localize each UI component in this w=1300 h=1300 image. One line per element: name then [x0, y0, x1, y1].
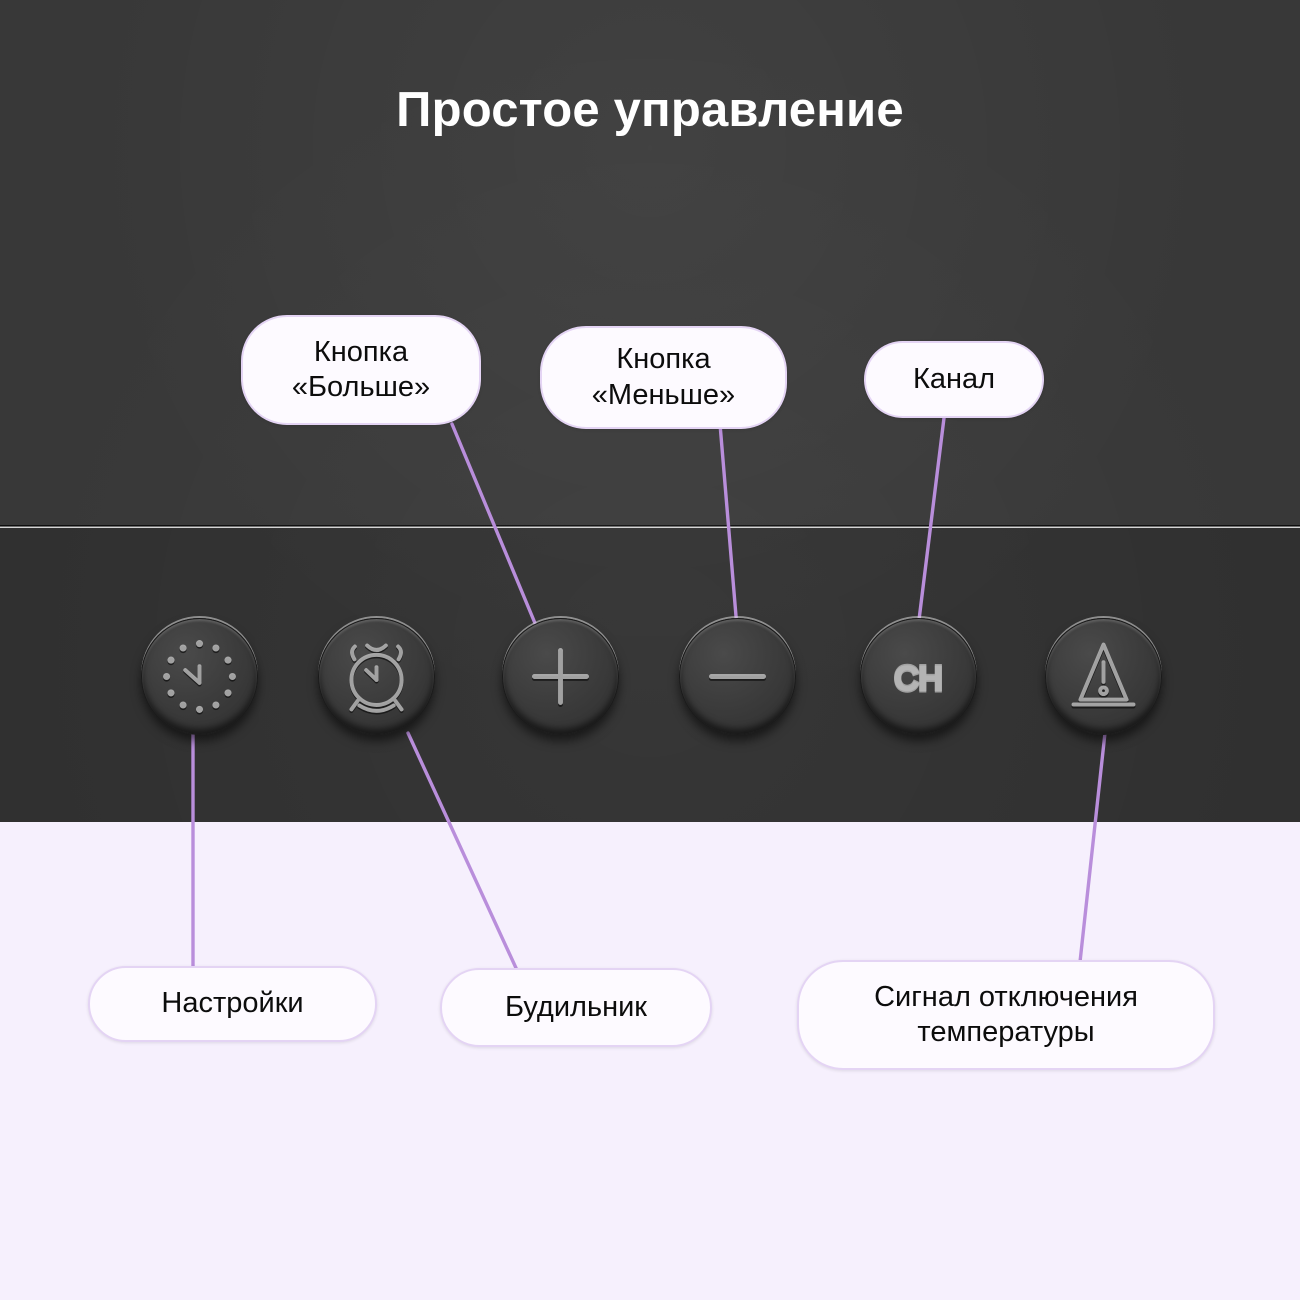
callout-channel-label: Канал [912, 362, 996, 395]
callout-minus-label: Кнопка «Меньше» [591, 343, 736, 411]
button-channel[interactable]: CH CH [860, 618, 977, 735]
callout-temperature-alert[interactable]: Сигнал отключения температуры [797, 960, 1215, 1070]
connector-channel [916, 416, 946, 630]
callout-plus-button[interactable]: Кнопка «Больше» [241, 315, 481, 425]
connector-alarm [406, 731, 518, 970]
callout-alarm[interactable]: Будильник [440, 968, 712, 1047]
button-temperature-alert[interactable] [1045, 618, 1162, 735]
button-settings-clock[interactable] [141, 618, 258, 735]
button-alarm-clock[interactable] [318, 618, 435, 735]
callout-plus-label: Кнопка «Больше» [291, 335, 431, 403]
clock-icon [163, 640, 236, 715]
callout-settings-label: Настройки [161, 987, 304, 1020]
alarm-clock-icon [349, 643, 404, 715]
callout-alarm-label: Будильник [505, 990, 647, 1023]
callout-minus-button[interactable]: Кнопка «Меньше» [540, 326, 787, 429]
button-plus-increase[interactable] [502, 618, 619, 735]
device-top-panel [0, 0, 1300, 528]
minus-icon [708, 674, 767, 681]
page-title: Простое управление [396, 83, 904, 137]
button-minus-decrease[interactable] [679, 618, 796, 735]
plus-icon [531, 647, 590, 707]
warning-triangle-icon [1071, 642, 1136, 709]
connector-temp [1078, 731, 1107, 964]
connector-plus [450, 422, 539, 630]
callout-temperature-alert-label: Сигнал отключения температуры [874, 980, 1138, 1048]
channel-glyph-shadow: CH [894, 662, 942, 699]
connector-minus [718, 422, 739, 630]
callout-channel[interactable]: Канал [864, 341, 1044, 418]
callout-settings[interactable]: Настройки [88, 966, 377, 1042]
ch-text-icon: CH CH [892, 658, 944, 701]
channel-glyph: CH [894, 660, 942, 697]
